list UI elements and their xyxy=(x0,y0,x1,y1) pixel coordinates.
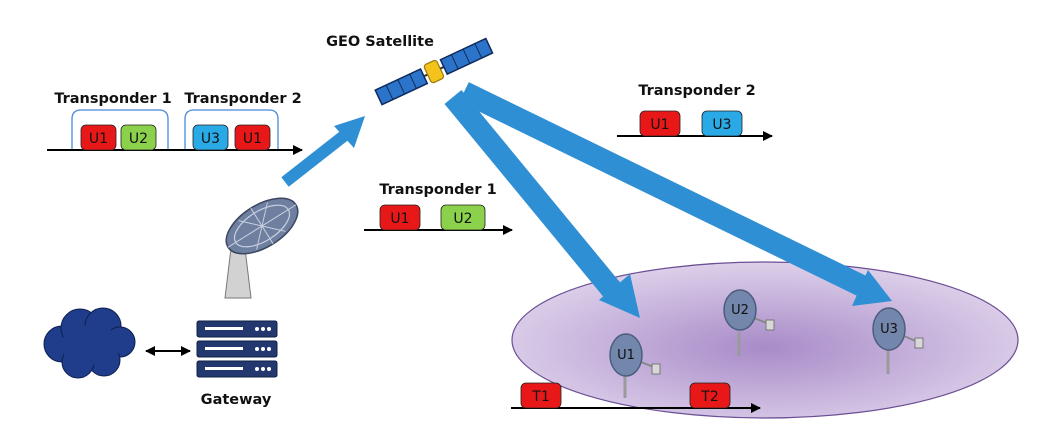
user-dish-u1-label: U1 xyxy=(617,348,635,363)
uplink-transponders: Transponder 1 Transponder 2 U1 U2 U3 U1 xyxy=(47,91,303,155)
downlink-beam-u3 xyxy=(459,82,892,306)
downlink-2-block-u3 xyxy=(701,110,743,137)
coverage-area xyxy=(511,261,1019,419)
timeslot-t2 xyxy=(689,382,731,409)
timeslot-t1-label: T1 xyxy=(531,389,549,405)
uplink-transponder-1-bracket xyxy=(71,109,169,149)
uplink-block-u1b-label: U1 xyxy=(243,131,262,147)
downlink-1-block-u2-label: U2 xyxy=(453,211,472,227)
downlink-1-block-u2 xyxy=(440,204,486,231)
downlink-transponder-1-label: Transponder 1 xyxy=(379,182,496,198)
cloud-icon xyxy=(43,307,136,379)
ground-station-dish-icon xyxy=(224,197,299,299)
uplink-block-u1-label: U1 xyxy=(89,131,108,147)
downlink-transponder-2-label: Transponder 2 xyxy=(638,83,755,99)
uplink-block-u2 xyxy=(120,124,157,151)
uplink-beam xyxy=(281,116,365,187)
timeslot-t2-label: T2 xyxy=(700,389,718,405)
user-dish-u3-label: U3 xyxy=(880,322,898,337)
downlink-2-block-u1 xyxy=(639,110,681,137)
timeslot-row: T1 T2 xyxy=(511,382,761,413)
uplink-block-u2-label: U2 xyxy=(129,131,148,147)
satellite-label: GEO Satellite xyxy=(326,34,434,50)
gateway-server-icon xyxy=(196,320,278,378)
uplink-transponder-2-label: Transponder 2 xyxy=(184,91,301,107)
gateway-label: Gateway xyxy=(201,392,272,408)
downlink-2-block-u3-label: U3 xyxy=(712,117,731,133)
downlink-transponder-2: Transponder 2 U1 U3 xyxy=(617,83,773,141)
downlink-1-block-u1 xyxy=(379,204,421,231)
uplink-block-u3-label: U3 xyxy=(201,131,220,147)
uplink-transponder-2-bracket xyxy=(184,109,279,149)
uplink-block-u1 xyxy=(80,124,117,151)
timeslot-t1 xyxy=(520,382,562,409)
downlink-transponder-1: Transponder 1 U1 U2 xyxy=(364,182,513,235)
downlink-beam-u1 xyxy=(444,90,640,318)
downlink-2-block-u1-label: U1 xyxy=(650,117,669,133)
user-dish-u1-icon: U1 xyxy=(609,333,661,398)
uplink-block-u1b xyxy=(234,124,271,151)
user-dish-u2-icon: U2 xyxy=(723,289,775,356)
user-dish-u2-label: U2 xyxy=(731,303,749,318)
uplink-block-u3 xyxy=(192,124,229,151)
uplink-transponder-1-label: Transponder 1 xyxy=(54,91,171,107)
satellite-icon xyxy=(374,37,494,106)
downlink-1-block-u1-label: U1 xyxy=(390,211,409,227)
user-dish-u3-icon: U3 xyxy=(872,307,924,374)
